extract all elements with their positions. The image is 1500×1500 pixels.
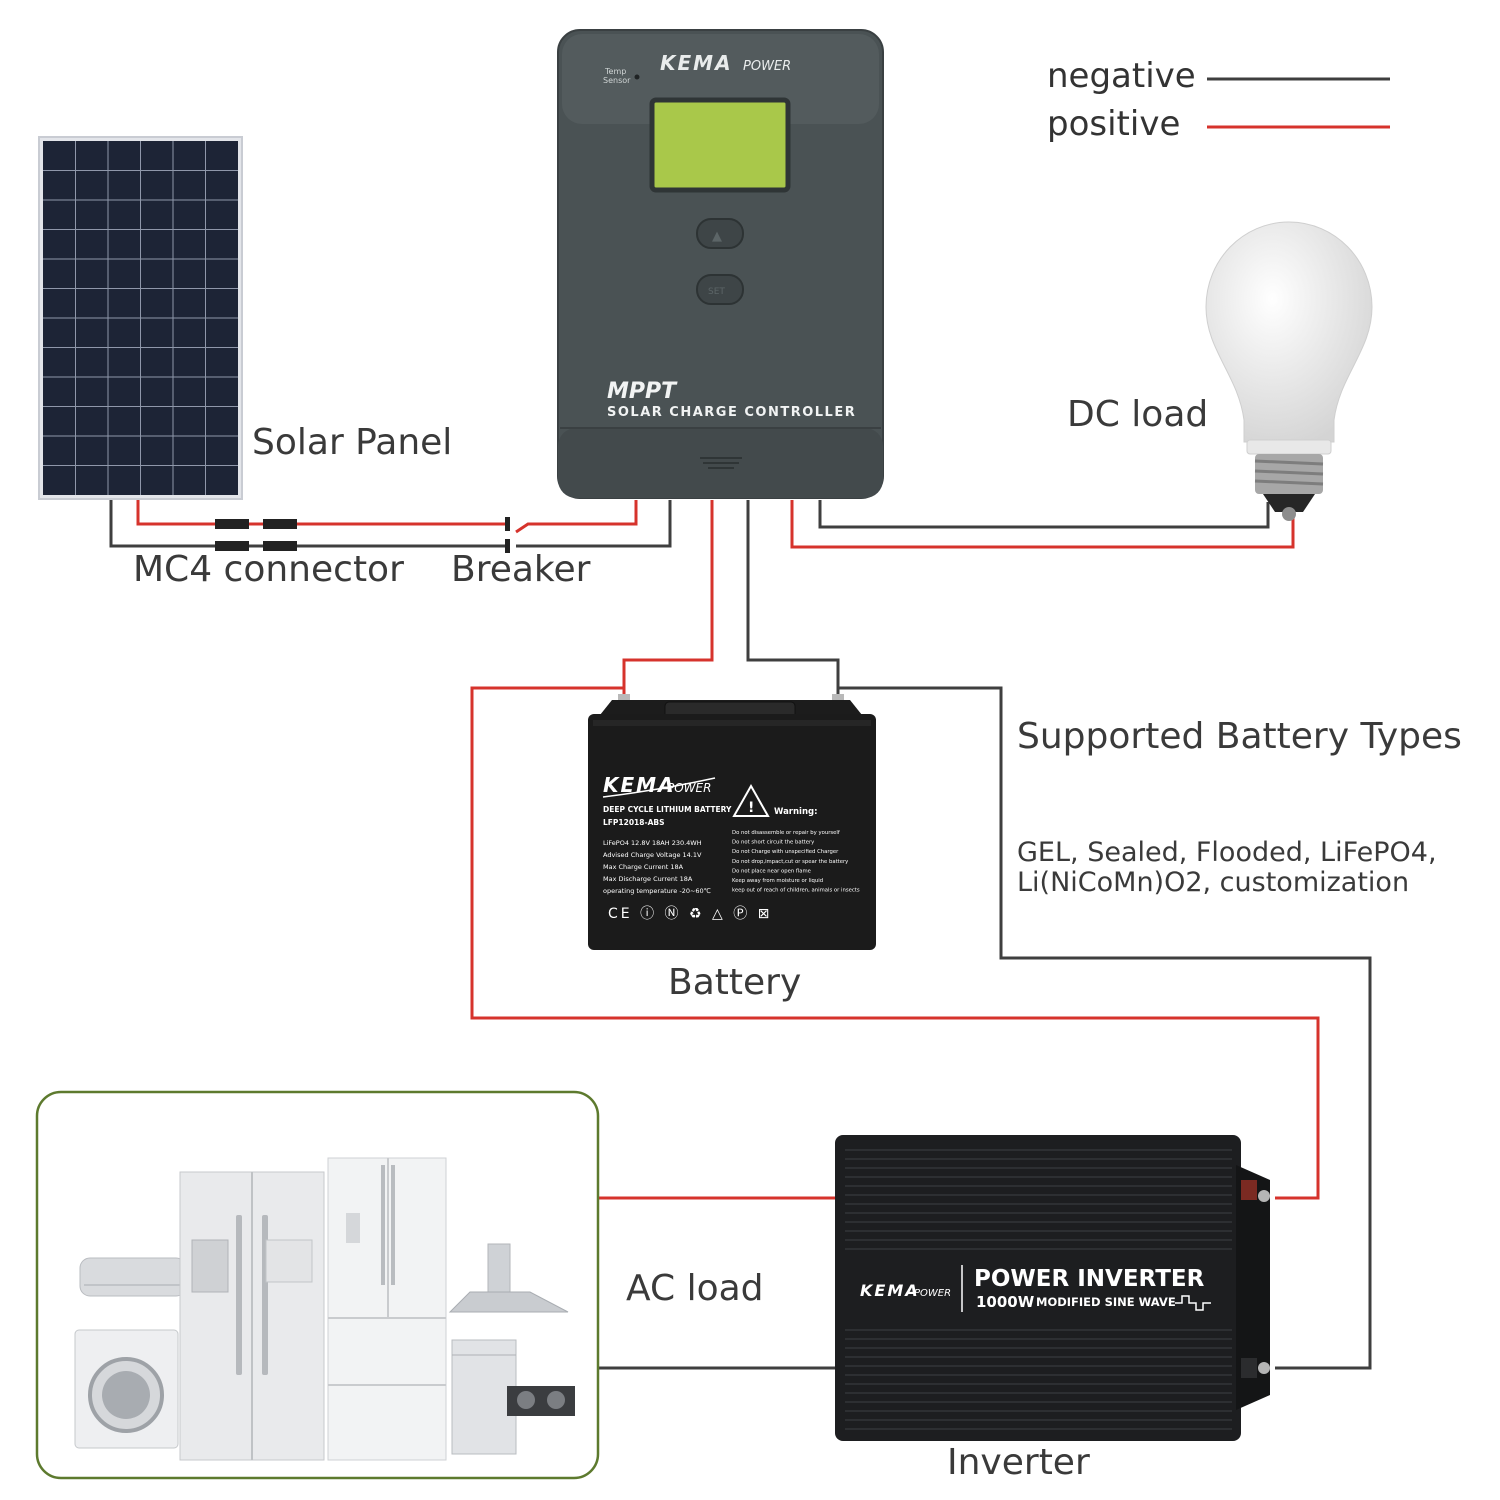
battery-spec-line: Advised Charge Voltage 14.1V: [603, 851, 702, 859]
mc4-connector-icons: [215, 519, 297, 551]
breaker-label: Breaker: [451, 549, 591, 590]
battery-brand-suffix: POWER: [667, 781, 711, 795]
inverter-wave: MODIFIED SINE WAVE: [1036, 1295, 1176, 1309]
set-button-label: SET: [708, 287, 725, 297]
solar-wires: [109, 497, 672, 548]
warning-icon: [732, 783, 770, 817]
up-button-glyph: ▲: [712, 229, 722, 244]
ac-load-wires: [598, 1196, 838, 1370]
battery-warning-line: Do not place near open flame: [732, 868, 811, 874]
battery-warning-line: Do not short circuit the battery: [732, 840, 814, 846]
solar-panel-image: [38, 136, 243, 500]
inverter-label: Inverter: [947, 1442, 1090, 1483]
light-bulb-image: [1205, 221, 1373, 521]
controller-model: MPPT: [607, 379, 678, 404]
inverter-wires: [470, 686, 1372, 1370]
battery-label: Battery: [668, 962, 802, 1003]
temp-sensor-label: Temp: [604, 67, 626, 76]
dc-load-label: DC load: [1067, 394, 1209, 435]
inverter-wattage: 1000W: [976, 1293, 1035, 1311]
battery-model: LFP12018-ABS: [603, 818, 665, 827]
battery-spec-line: LiFePO4 12.8V 18AH 230.4WH: [603, 839, 702, 847]
range-hood-icon: [487, 1243, 511, 1293]
battery-warning-title: Warning:: [774, 807, 818, 817]
inverter-image: KEMA POWER POWER INVERTER 1000W MODIFIED…: [835, 1135, 1270, 1441]
controller-subtitle: SOLAR CHARGE CONTROLLER: [607, 405, 856, 420]
battery-image: KEMA POWER DEEP CYCLE LITHIUM BATTERY LF…: [588, 694, 876, 950]
appliances-image: [74, 1157, 575, 1461]
battery-type: DEEP CYCLE LITHIUM BATTERY: [603, 805, 732, 814]
mc4-connector-label: MC4 connector: [133, 549, 404, 590]
sine-wave-icon: [1175, 1295, 1211, 1311]
solar-panel-label: Solar Panel: [252, 422, 453, 463]
controller-set-button[interactable]: [696, 274, 744, 305]
charge-controller: KEMA POWER Temp Sensor ▲ SET MPPT SOLAR …: [557, 29, 884, 499]
controller-brand: KEMA: [660, 51, 733, 75]
dc-load-wires: [790, 500, 1295, 549]
battery-wires: [622, 500, 840, 700]
battery-warning-line: Do not drop,impact,cut or spear the batt…: [732, 859, 848, 865]
battery-spec-line: Max Discharge Current 18A: [603, 875, 693, 883]
inverter-brand: KEMA: [860, 1281, 920, 1300]
inverter-brand-suffix: POWER: [914, 1288, 951, 1299]
dishwasher-icon: [451, 1339, 517, 1455]
supported-battery-line-1: GEL, Sealed, Flooded, LiFePO4,: [1017, 837, 1437, 868]
battery-brand: KEMA: [603, 773, 676, 797]
controller-brand-suffix: POWER: [743, 59, 791, 74]
inverter-title: POWER INVERTER: [974, 1266, 1205, 1292]
battery-spec-line: Max Charge Current 18A: [603, 863, 684, 871]
breaker-icon: [505, 517, 510, 553]
air-conditioner-icon: [79, 1257, 187, 1297]
svg-text:!: !: [748, 800, 754, 816]
battery-warning-line: Do not disassemble or repair by yourself: [732, 830, 840, 836]
controller-lcd-screen: [649, 97, 791, 193]
supported-battery-line-2: Li(NiCoMn)O2, customization: [1017, 867, 1410, 898]
battery-warning-line: keep out of reach of children, animals o…: [732, 888, 860, 894]
battery-certification-marks: CE ⓘ Ⓝ ♻ △ Ⓟ ⊠: [608, 906, 772, 922]
legend-positive-label: positive: [1047, 104, 1181, 144]
temp-sensor-port: [634, 74, 640, 80]
ac-load-label: AC load: [626, 1268, 764, 1309]
battery-warning-line: Keep away from moisture or liquid: [732, 878, 823, 884]
temp-sensor-label-2: Sensor: [603, 76, 631, 85]
battery-warning-line: Do not Charge with unspecified Charger: [732, 849, 839, 855]
legend-negative-label: negative: [1047, 56, 1196, 96]
battery-spec-line: operating temperature -20~60℃: [603, 887, 711, 895]
controller-up-button[interactable]: [696, 218, 744, 249]
supported-battery-title: Supported Battery Types: [1017, 716, 1462, 757]
